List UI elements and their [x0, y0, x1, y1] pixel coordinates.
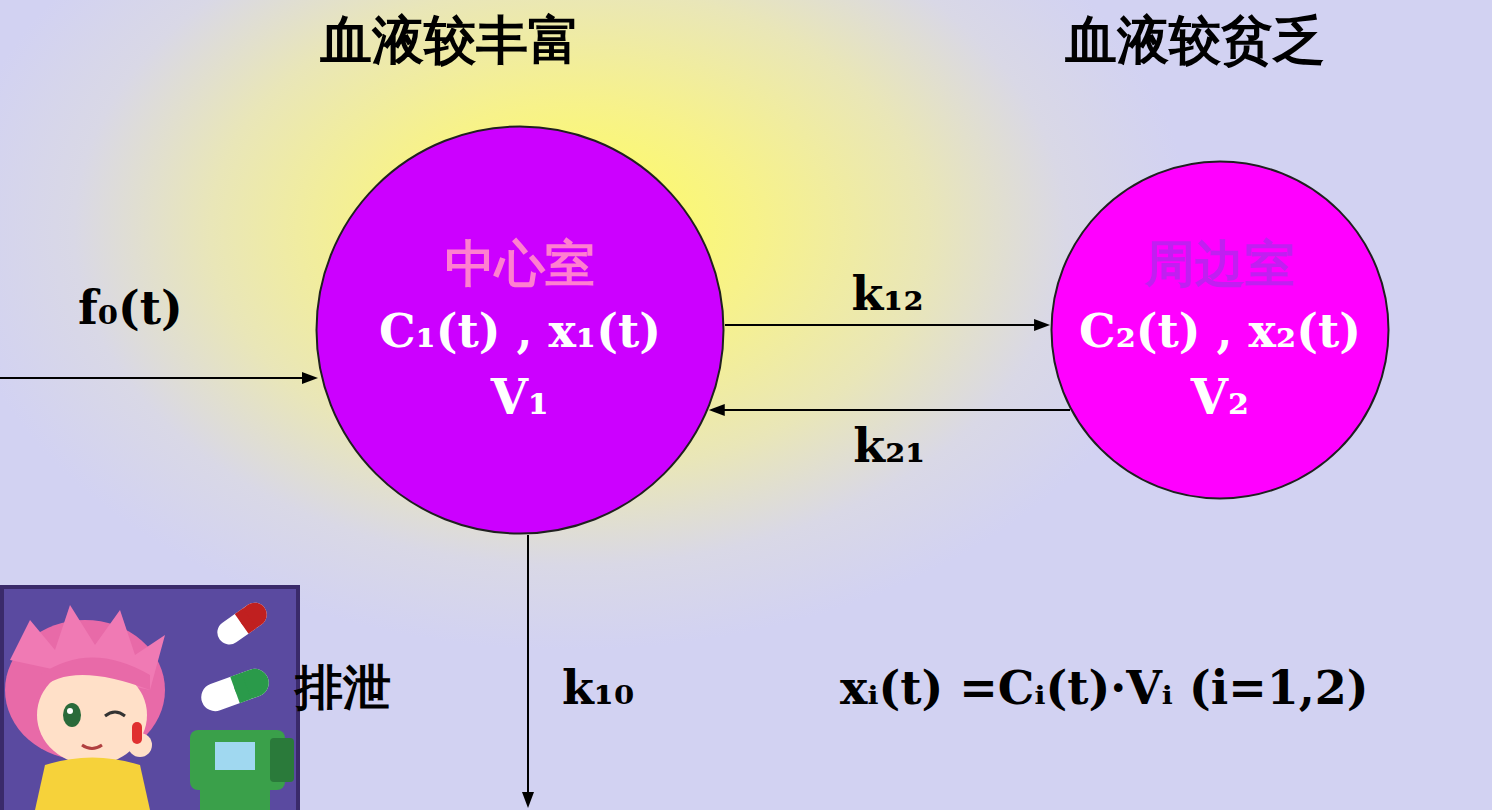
rate-constant: k₁₂ — [851, 268, 923, 321]
central-compartment: 中心室 C₁(t) , x₁(t) V₁ — [315, 125, 725, 535]
compartment-name: 中心室 — [445, 235, 595, 293]
input-label: f₀(t) — [78, 282, 183, 335]
circle-outline — [1052, 162, 1389, 499]
excretion-label: 排泄 — [295, 660, 391, 715]
arrowhead — [709, 404, 725, 416]
cartoon-illustration — [0, 585, 300, 810]
region-heading: 血液较贫乏 — [1065, 10, 1325, 70]
compartment-variable: C₁(t) , x₁(t) — [379, 305, 661, 358]
excretion-arrow — [522, 535, 534, 808]
formula: xᵢ(t) =Cᵢ(t)·Vᵢ (i=1,2) — [840, 662, 1368, 715]
arrow-line — [725, 324, 1038, 326]
compartment-variable: V₁ — [491, 370, 549, 425]
compartment-variable: V₂ — [1191, 370, 1249, 425]
compartment-variable: C₂(t) , x₂(t) — [1079, 305, 1361, 358]
arrowhead — [1034, 319, 1050, 331]
transfer-arrow — [709, 404, 1070, 416]
input-arrow — [0, 372, 318, 384]
compartment-name: 周边室 — [1145, 235, 1295, 293]
rate-constant: k₂₁ — [853, 420, 925, 473]
peripheral-compartment: 周边室 C₂(t) , x₂(t) V₂ — [1050, 160, 1390, 500]
rate-constant: k₁₀ — [562, 662, 634, 715]
arrow-line — [721, 409, 1070, 411]
region-heading: 血液较丰富 — [320, 10, 580, 70]
circle-outline — [317, 127, 724, 534]
